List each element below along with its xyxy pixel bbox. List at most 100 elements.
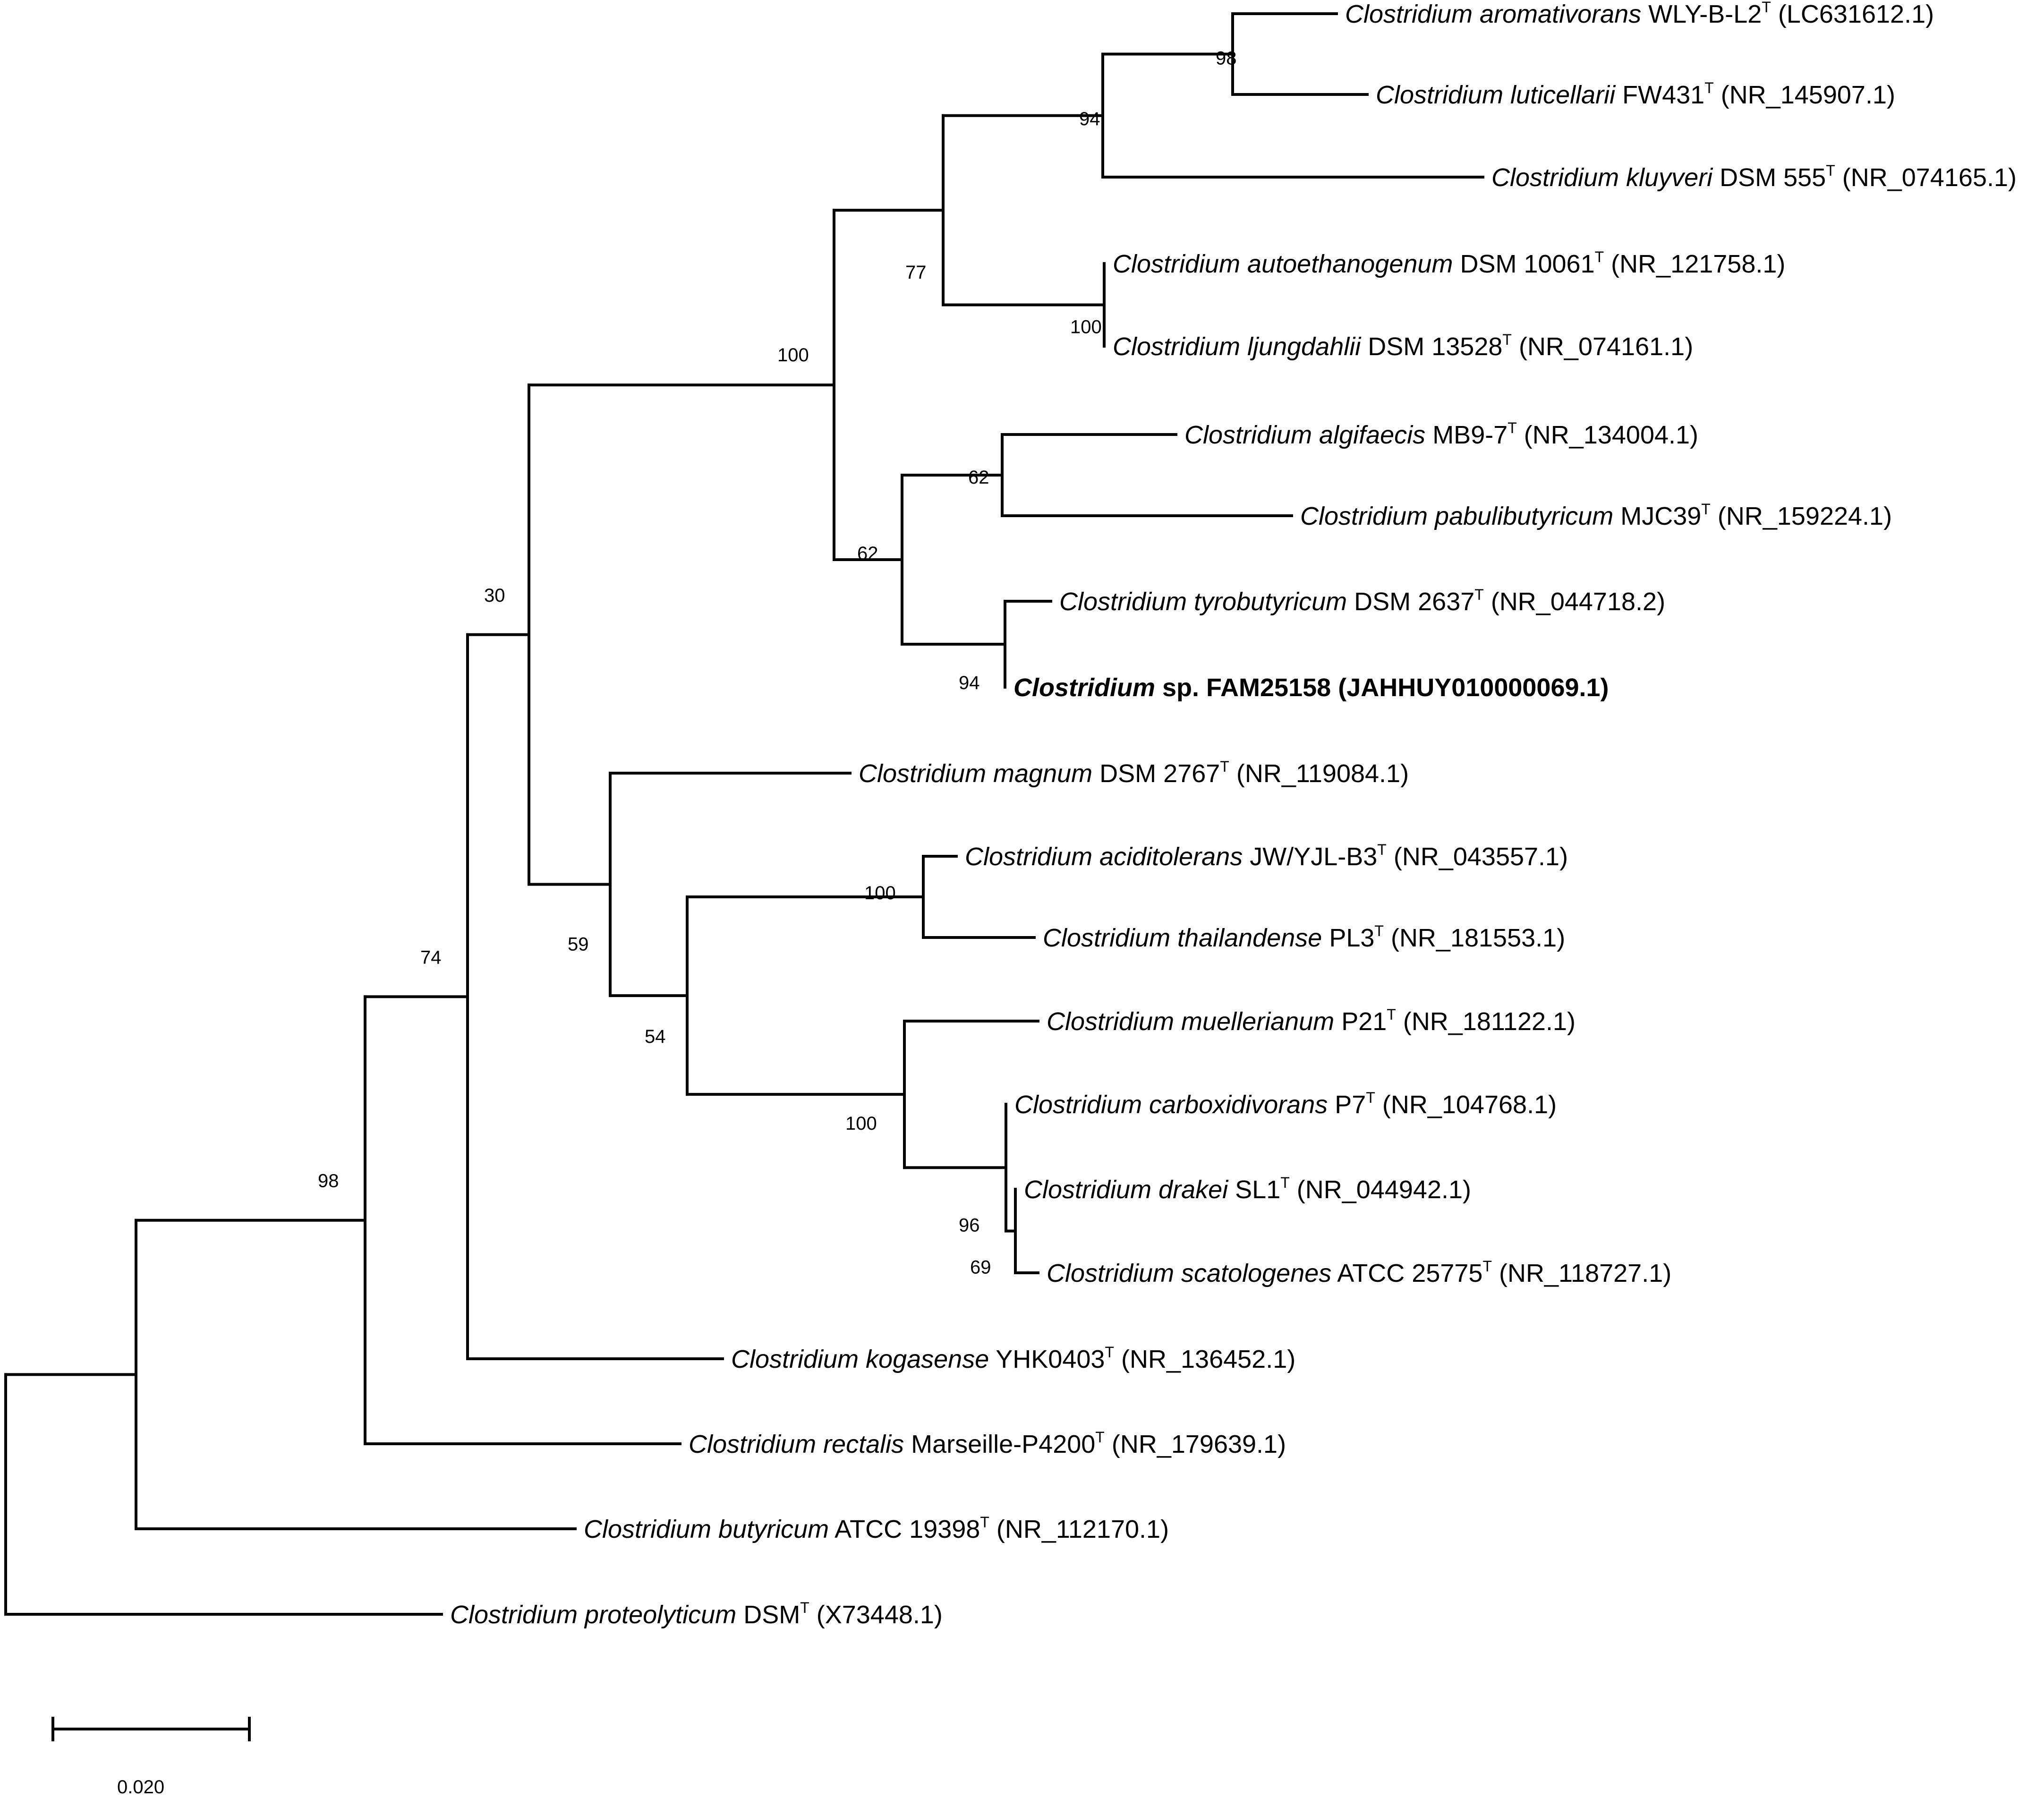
bootstrap-value: 59 bbox=[568, 934, 589, 955]
taxon-name: Clostridium bbox=[1013, 673, 1155, 702]
strain-name: FW431 bbox=[1615, 81, 1704, 109]
strain-name: Marseille-P4200 bbox=[904, 1430, 1095, 1458]
taxon-labels: Clostridium aromativorans WLY-B-L2T (LC6… bbox=[450, 0, 2017, 1629]
accession-number: (NR_145907.1) bbox=[1714, 81, 1895, 109]
accession-number: (NR_044718.2) bbox=[1484, 588, 1665, 616]
taxon-name: Clostridium thailandense bbox=[1043, 924, 1322, 952]
bootstrap-value: 30 bbox=[484, 585, 505, 606]
taxon-name: Clostridium algifaecis bbox=[1184, 421, 1425, 449]
taxon-label-kogasense: Clostridium kogasense YHK0403T (NR_13645… bbox=[731, 1344, 1295, 1373]
strain-name: SL1 bbox=[1228, 1176, 1280, 1204]
taxon-label-ljungdahlii: Clostridium ljungdahlii DSM 13528T (NR_0… bbox=[1113, 331, 1693, 361]
accession-number: (NR_104768.1) bbox=[1375, 1091, 1557, 1119]
scale-bar: 0.020 bbox=[51, 1717, 251, 1798]
type-strain-marker: T bbox=[1377, 841, 1387, 858]
taxon-label-scatologenes: Clostridium scatologenes ATCC 25775T (NR… bbox=[1047, 1258, 1671, 1287]
taxon-label-kluyveri: Clostridium kluyveri DSM 555T (NR_074165… bbox=[1491, 162, 2017, 192]
bootstrap-value: 100 bbox=[864, 883, 896, 903]
accession-number: (NR_159224.1) bbox=[1711, 502, 1892, 530]
bootstrap-value: 77 bbox=[905, 262, 927, 283]
bootstrap-value: 94 bbox=[1079, 109, 1100, 129]
type-strain-marker: T bbox=[1502, 331, 1512, 348]
taxon-label-fam25158: Clostridium sp. FAM25158 (JAHHUY01000006… bbox=[1013, 673, 1609, 702]
accession-number: (NR_181122.1) bbox=[1396, 1007, 1576, 1036]
taxon-name: Clostridium proteolyticum bbox=[450, 1601, 736, 1629]
bootstrap-value: 94 bbox=[959, 673, 980, 693]
taxon-label-tyrobutyricum: Clostridium tyrobutyricum DSM 2637T (NR_… bbox=[1059, 586, 1665, 616]
type-strain-marker: T bbox=[1220, 758, 1229, 775]
taxon-label-pabulibutyricum: Clostridium pabulibutyricum MJC39T (NR_1… bbox=[1300, 501, 1892, 530]
accession-number: (X73448.1) bbox=[809, 1601, 943, 1629]
taxon-name: Clostridium autoethanogenum bbox=[1113, 250, 1453, 278]
type-strain-marker: T bbox=[1482, 1258, 1492, 1275]
bootstrap-value: 98 bbox=[318, 1171, 339, 1192]
taxon-label-proteolyticum: Clostridium proteolyticum DSMT (X73448.1… bbox=[450, 1599, 943, 1629]
accession-number: (LC631612.1) bbox=[1771, 0, 1934, 28]
taxon-label-carboxidivorans: Clostridium carboxidivorans P7T (NR_1047… bbox=[1014, 1089, 1557, 1119]
strain-name: ATCC 19398 bbox=[829, 1515, 980, 1543]
strain-name: sp. FAM25158 bbox=[1155, 673, 1331, 702]
taxon-label-magnum: Clostridium magnum DSM 2767T (NR_119084.… bbox=[859, 758, 1409, 788]
taxon-name: Clostridium magnum bbox=[859, 759, 1092, 788]
taxon-label-algifaecis: Clostridium algifaecis MB9-7T (NR_134004… bbox=[1184, 419, 1698, 449]
accession-number: (NR_043557.1) bbox=[1387, 843, 1568, 871]
taxon-label-aciditolerans: Clostridium aciditolerans JW/YJL-B3T (NR… bbox=[965, 841, 1568, 871]
accession-number: (NR_181553.1) bbox=[1384, 924, 1565, 952]
accession-number: (NR_136452.1) bbox=[1114, 1345, 1295, 1373]
strain-name: MJC39 bbox=[1613, 502, 1701, 530]
strain-name: MB9-7 bbox=[1425, 421, 1507, 449]
strain-name: DSM 13528 bbox=[1361, 332, 1502, 361]
type-strain-marker: T bbox=[1105, 1344, 1114, 1361]
accession-number: (NR_118727.1) bbox=[1492, 1259, 1671, 1287]
strain-name: YHK0403 bbox=[989, 1345, 1105, 1373]
strain-name: DSM 2767 bbox=[1092, 759, 1220, 788]
taxon-name: Clostridium muellerianum bbox=[1047, 1007, 1334, 1036]
taxon-label-aromativorans: Clostridium aromativorans WLY-B-L2T (LC6… bbox=[1345, 0, 1934, 28]
taxon-name: Clostridium carboxidivorans bbox=[1014, 1091, 1328, 1119]
type-strain-marker: T bbox=[980, 1514, 989, 1531]
accession-number: (NR_179639.1) bbox=[1105, 1430, 1286, 1458]
taxon-name: Clostridium aciditolerans bbox=[965, 843, 1243, 871]
accession-number: (NR_074165.1) bbox=[1835, 163, 2017, 192]
taxon-name: Clostridium aromativorans bbox=[1345, 0, 1641, 28]
accession-number: (NR_074161.1) bbox=[1512, 332, 1693, 361]
taxon-name: Clostridium pabulibutyricum bbox=[1300, 502, 1613, 530]
type-strain-marker: T bbox=[1095, 1429, 1105, 1446]
strain-name: DSM bbox=[736, 1601, 800, 1629]
bootstrap-value: 98 bbox=[1216, 48, 1237, 69]
bootstrap-value: 54 bbox=[645, 1026, 666, 1047]
strain-name: DSM 2637 bbox=[1347, 588, 1474, 616]
type-strain-marker: T bbox=[1704, 79, 1714, 96]
tree-branches bbox=[4, 12, 1484, 1616]
strain-name: PL3 bbox=[1322, 924, 1374, 952]
type-strain-marker: T bbox=[800, 1599, 809, 1616]
accession-number: (NR_134004.1) bbox=[1517, 421, 1698, 449]
strain-name: DSM 10061 bbox=[1453, 250, 1594, 278]
taxon-label-rectalis: Clostridium rectalis Marseille-P4200T (N… bbox=[689, 1429, 1286, 1458]
type-strain-marker: T bbox=[1826, 162, 1835, 179]
type-strain-marker: T bbox=[1595, 248, 1604, 265]
bootstrap-value: 100 bbox=[845, 1113, 877, 1134]
taxon-label-autoethanogenum: Clostridium autoethanogenum DSM 10061T (… bbox=[1113, 248, 1785, 278]
accession-number: (JAHHUY010000069.1) bbox=[1331, 673, 1609, 702]
type-strain-marker: T bbox=[1387, 1006, 1396, 1023]
bootstrap-value: 69 bbox=[970, 1257, 991, 1278]
bootstrap-value: 100 bbox=[1070, 317, 1102, 338]
taxon-label-drakei: Clostridium drakei SL1T (NR_044942.1) bbox=[1024, 1174, 1471, 1204]
type-strain-marker: T bbox=[1366, 1089, 1375, 1106]
accession-number: (NR_121758.1) bbox=[1604, 250, 1785, 278]
bootstrap-value: 74 bbox=[420, 947, 442, 968]
type-strain-marker: T bbox=[1280, 1174, 1290, 1191]
scale-bar-label: 0.020 bbox=[117, 1777, 164, 1798]
strain-name: JW/YJL-B3 bbox=[1243, 843, 1377, 871]
bootstrap-value: 62 bbox=[968, 467, 989, 488]
taxon-name: Clostridium scatologenes bbox=[1047, 1259, 1331, 1287]
taxon-name: Clostridium kluyveri bbox=[1491, 163, 1713, 192]
type-strain-marker: T bbox=[1374, 922, 1384, 939]
strain-name: DSM 555 bbox=[1712, 163, 1826, 192]
type-strain-marker: T bbox=[1762, 0, 1771, 16]
taxon-name: Clostridium rectalis bbox=[689, 1430, 904, 1458]
taxon-name: Clostridium tyrobutyricum bbox=[1059, 588, 1347, 616]
